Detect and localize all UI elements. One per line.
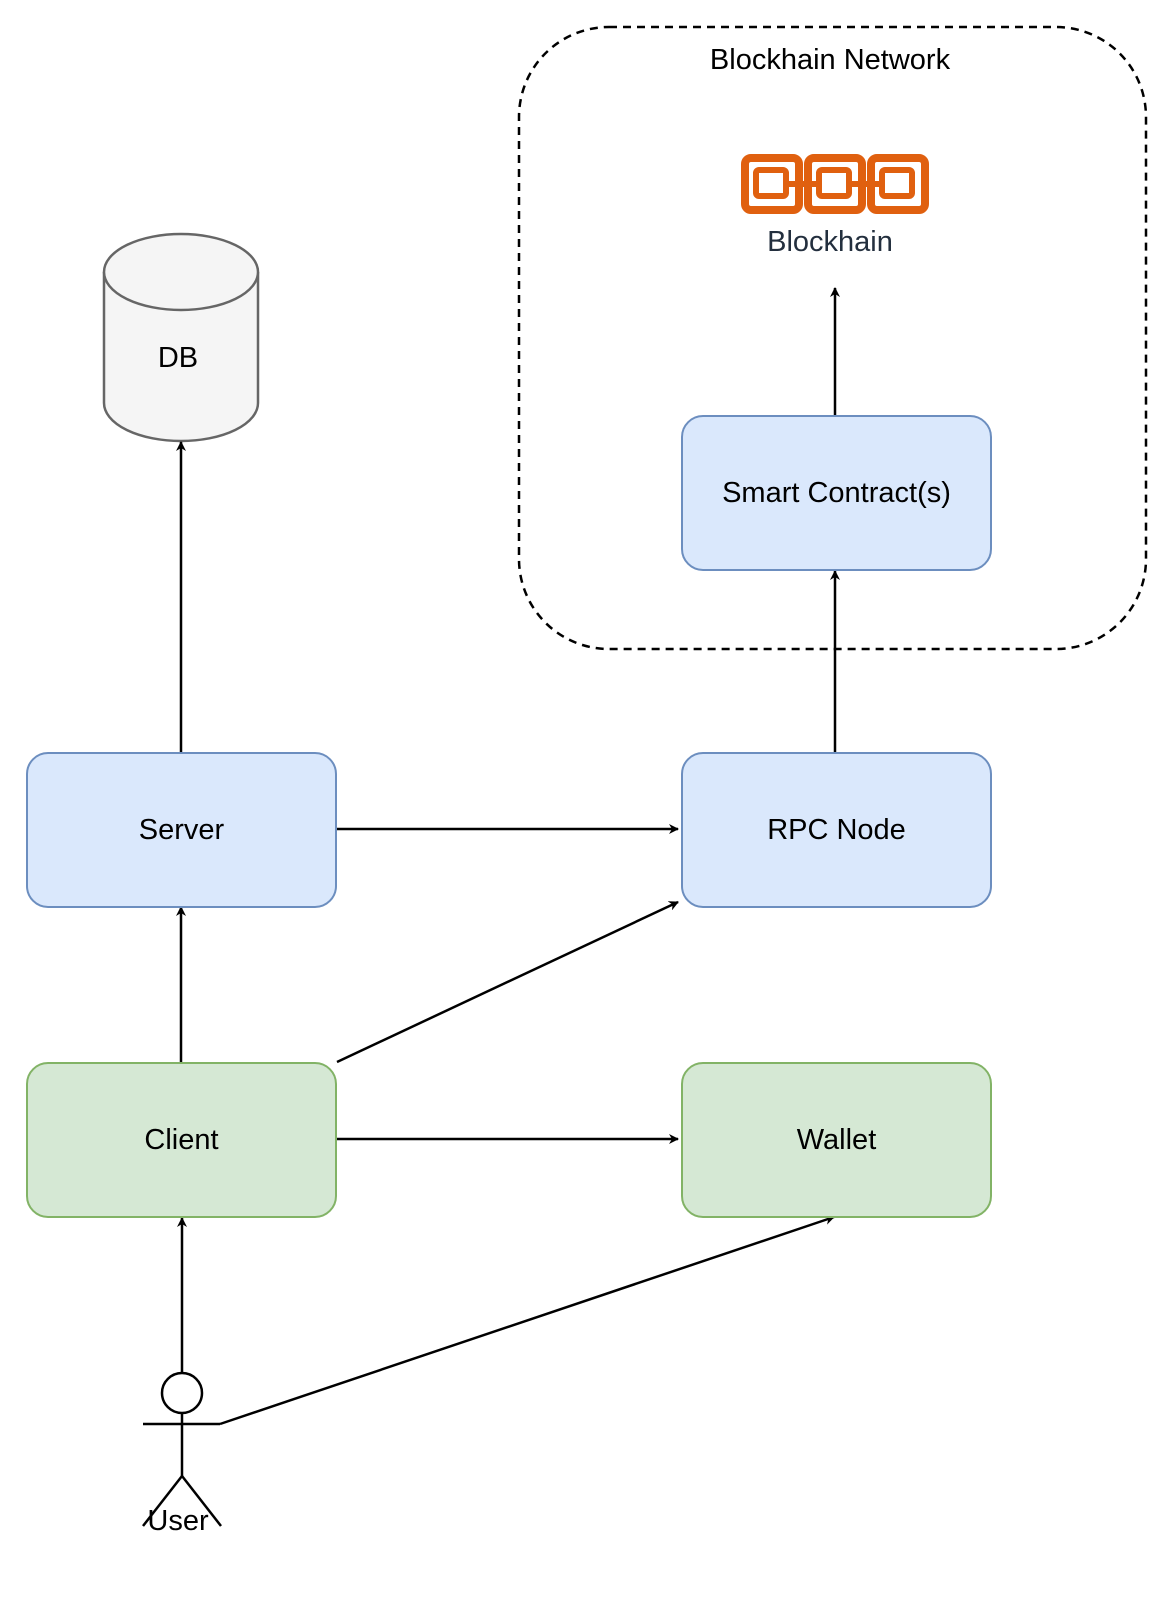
edge-user-to-wallet bbox=[219, 1215, 835, 1426]
client-node[interactable]: Client bbox=[26, 1062, 337, 1218]
blockchain-network-title: Blockhain Network bbox=[709, 44, 951, 76]
smart-contracts-label: Smart Contract(s) bbox=[722, 476, 951, 509]
blockchain-label: Blockhain bbox=[767, 226, 893, 258]
server-node[interactable]: Server bbox=[26, 752, 337, 908]
server-label: Server bbox=[138, 813, 225, 846]
rpc-node-node[interactable]: RPC Node bbox=[681, 752, 992, 908]
rpc-node-label: RPC Node bbox=[767, 813, 906, 846]
wallet-label: Wallet bbox=[796, 1123, 877, 1156]
db-label: DB bbox=[157, 342, 199, 374]
blockchain-chain-icon bbox=[741, 154, 929, 214]
edge-client-to-rpc-node bbox=[336, 900, 679, 1064]
smart-contracts-node[interactable]: Smart Contract(s) bbox=[681, 415, 992, 571]
database-cylinder-icon bbox=[102, 232, 260, 443]
stick-figure-icon bbox=[142, 1371, 222, 1527]
user-label: User bbox=[147, 1505, 209, 1537]
blockchain-network-boundary bbox=[517, 25, 1148, 651]
wallet-node[interactable]: Wallet bbox=[681, 1062, 992, 1218]
client-label: Client bbox=[144, 1123, 219, 1156]
